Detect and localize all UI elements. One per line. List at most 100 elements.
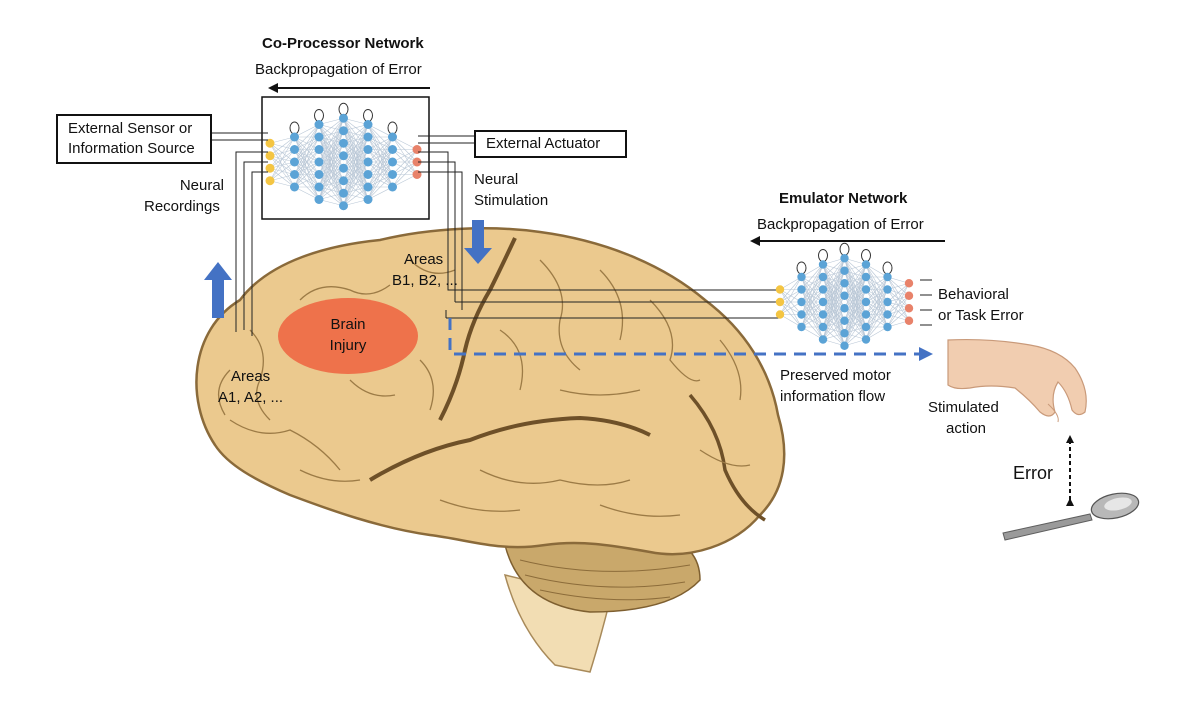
network-node [314, 145, 324, 154]
network-edge [865, 314, 888, 340]
network-node [797, 310, 806, 319]
emulator-network-graph [775, 242, 914, 350]
network-node [797, 297, 806, 307]
stimulated-action-line1: Stimulated [928, 399, 999, 416]
network-edge [269, 149, 295, 181]
network-edge [318, 143, 344, 200]
network-edge [294, 136, 320, 188]
network-node [775, 310, 785, 319]
network-node [797, 322, 806, 332]
network-edge [392, 136, 418, 150]
network-edge [844, 301, 867, 346]
network-edge [822, 308, 845, 340]
network-node [412, 145, 422, 154]
network-node [388, 132, 397, 142]
network-edge [392, 174, 418, 188]
network-edge [392, 149, 418, 163]
network-node [363, 120, 373, 129]
behavioral-error-line2: or Task Error [938, 307, 1024, 324]
network-node [840, 254, 849, 263]
network-edge [367, 136, 393, 200]
network-node [883, 310, 892, 319]
network-edge [779, 276, 802, 303]
network-node [339, 151, 348, 161]
network-edge [318, 118, 344, 150]
network-node [840, 279, 849, 288]
network-edge [822, 283, 845, 340]
network-edge [801, 301, 824, 328]
network-node [314, 170, 324, 179]
network-edge [318, 118, 344, 163]
network-edge [294, 174, 320, 188]
network-edge [822, 258, 845, 290]
network-edge [343, 149, 369, 206]
network-node [861, 272, 871, 282]
network-node [339, 176, 348, 186]
network-node [363, 182, 373, 192]
hand-illustration [947, 338, 1087, 423]
motor-flow-line2: information flow [780, 388, 886, 405]
network-node [861, 260, 871, 269]
network-edge [801, 264, 824, 303]
network-edge [887, 308, 910, 328]
network-edge [822, 258, 845, 303]
network-edge [844, 326, 867, 346]
neural-stimulation-line2: Stimulation [474, 192, 549, 209]
network-node [861, 335, 871, 344]
network-node [314, 182, 324, 192]
network-node [339, 188, 348, 198]
network-edge [865, 301, 888, 340]
network-edge [269, 136, 295, 169]
recurrent-loop [882, 261, 893, 275]
network-node [388, 145, 397, 154]
network-edge [318, 118, 344, 175]
network-edge [844, 289, 867, 346]
network-node [775, 297, 785, 307]
network-edge [367, 161, 393, 200]
network-edge [294, 186, 320, 200]
network-edge [865, 276, 888, 328]
network-edge [887, 295, 910, 328]
network-node [265, 163, 275, 173]
network-edge [269, 136, 295, 156]
network-node [314, 120, 324, 129]
network-edge [367, 136, 393, 150]
neural-stimulation-line1: Neural [474, 171, 519, 188]
network-node [861, 285, 871, 294]
network-node [840, 266, 849, 275]
external-actuator-label: External Actuator [486, 135, 601, 152]
network-edge [865, 276, 888, 340]
network-node [363, 170, 373, 179]
network-node [818, 272, 828, 282]
network-edge [367, 149, 393, 200]
network-node [363, 195, 373, 204]
network-node [363, 157, 373, 167]
brain-illustration [195, 227, 786, 673]
network-edge [367, 136, 393, 175]
network-node [904, 316, 914, 325]
recurrent-loop [839, 242, 850, 256]
network-node [339, 138, 348, 148]
network-node [363, 145, 373, 154]
network-edge [269, 161, 295, 181]
network-node [363, 132, 373, 142]
network-node [775, 285, 785, 294]
network-node [904, 304, 914, 313]
network-edge [343, 124, 369, 169]
external-sensor-box: External Sensor or Information Source [56, 114, 212, 164]
network-node [388, 170, 397, 179]
network-edge [865, 276, 888, 315]
network-edge [367, 186, 393, 200]
network-edge [822, 258, 845, 315]
external-sensor-line2: Information Source [68, 140, 195, 157]
external-sensor-line1: External Sensor or [68, 120, 193, 137]
network-node [314, 132, 324, 142]
network-edge [343, 124, 369, 156]
network-node [339, 126, 348, 136]
network-edge [343, 124, 369, 144]
motor-flow-line1: Preserved motor [780, 367, 891, 384]
stimulated-action-line2: action [946, 420, 987, 437]
network-node [883, 322, 892, 332]
coprocessor-backprop-label: Backpropagation of Error [255, 61, 422, 78]
